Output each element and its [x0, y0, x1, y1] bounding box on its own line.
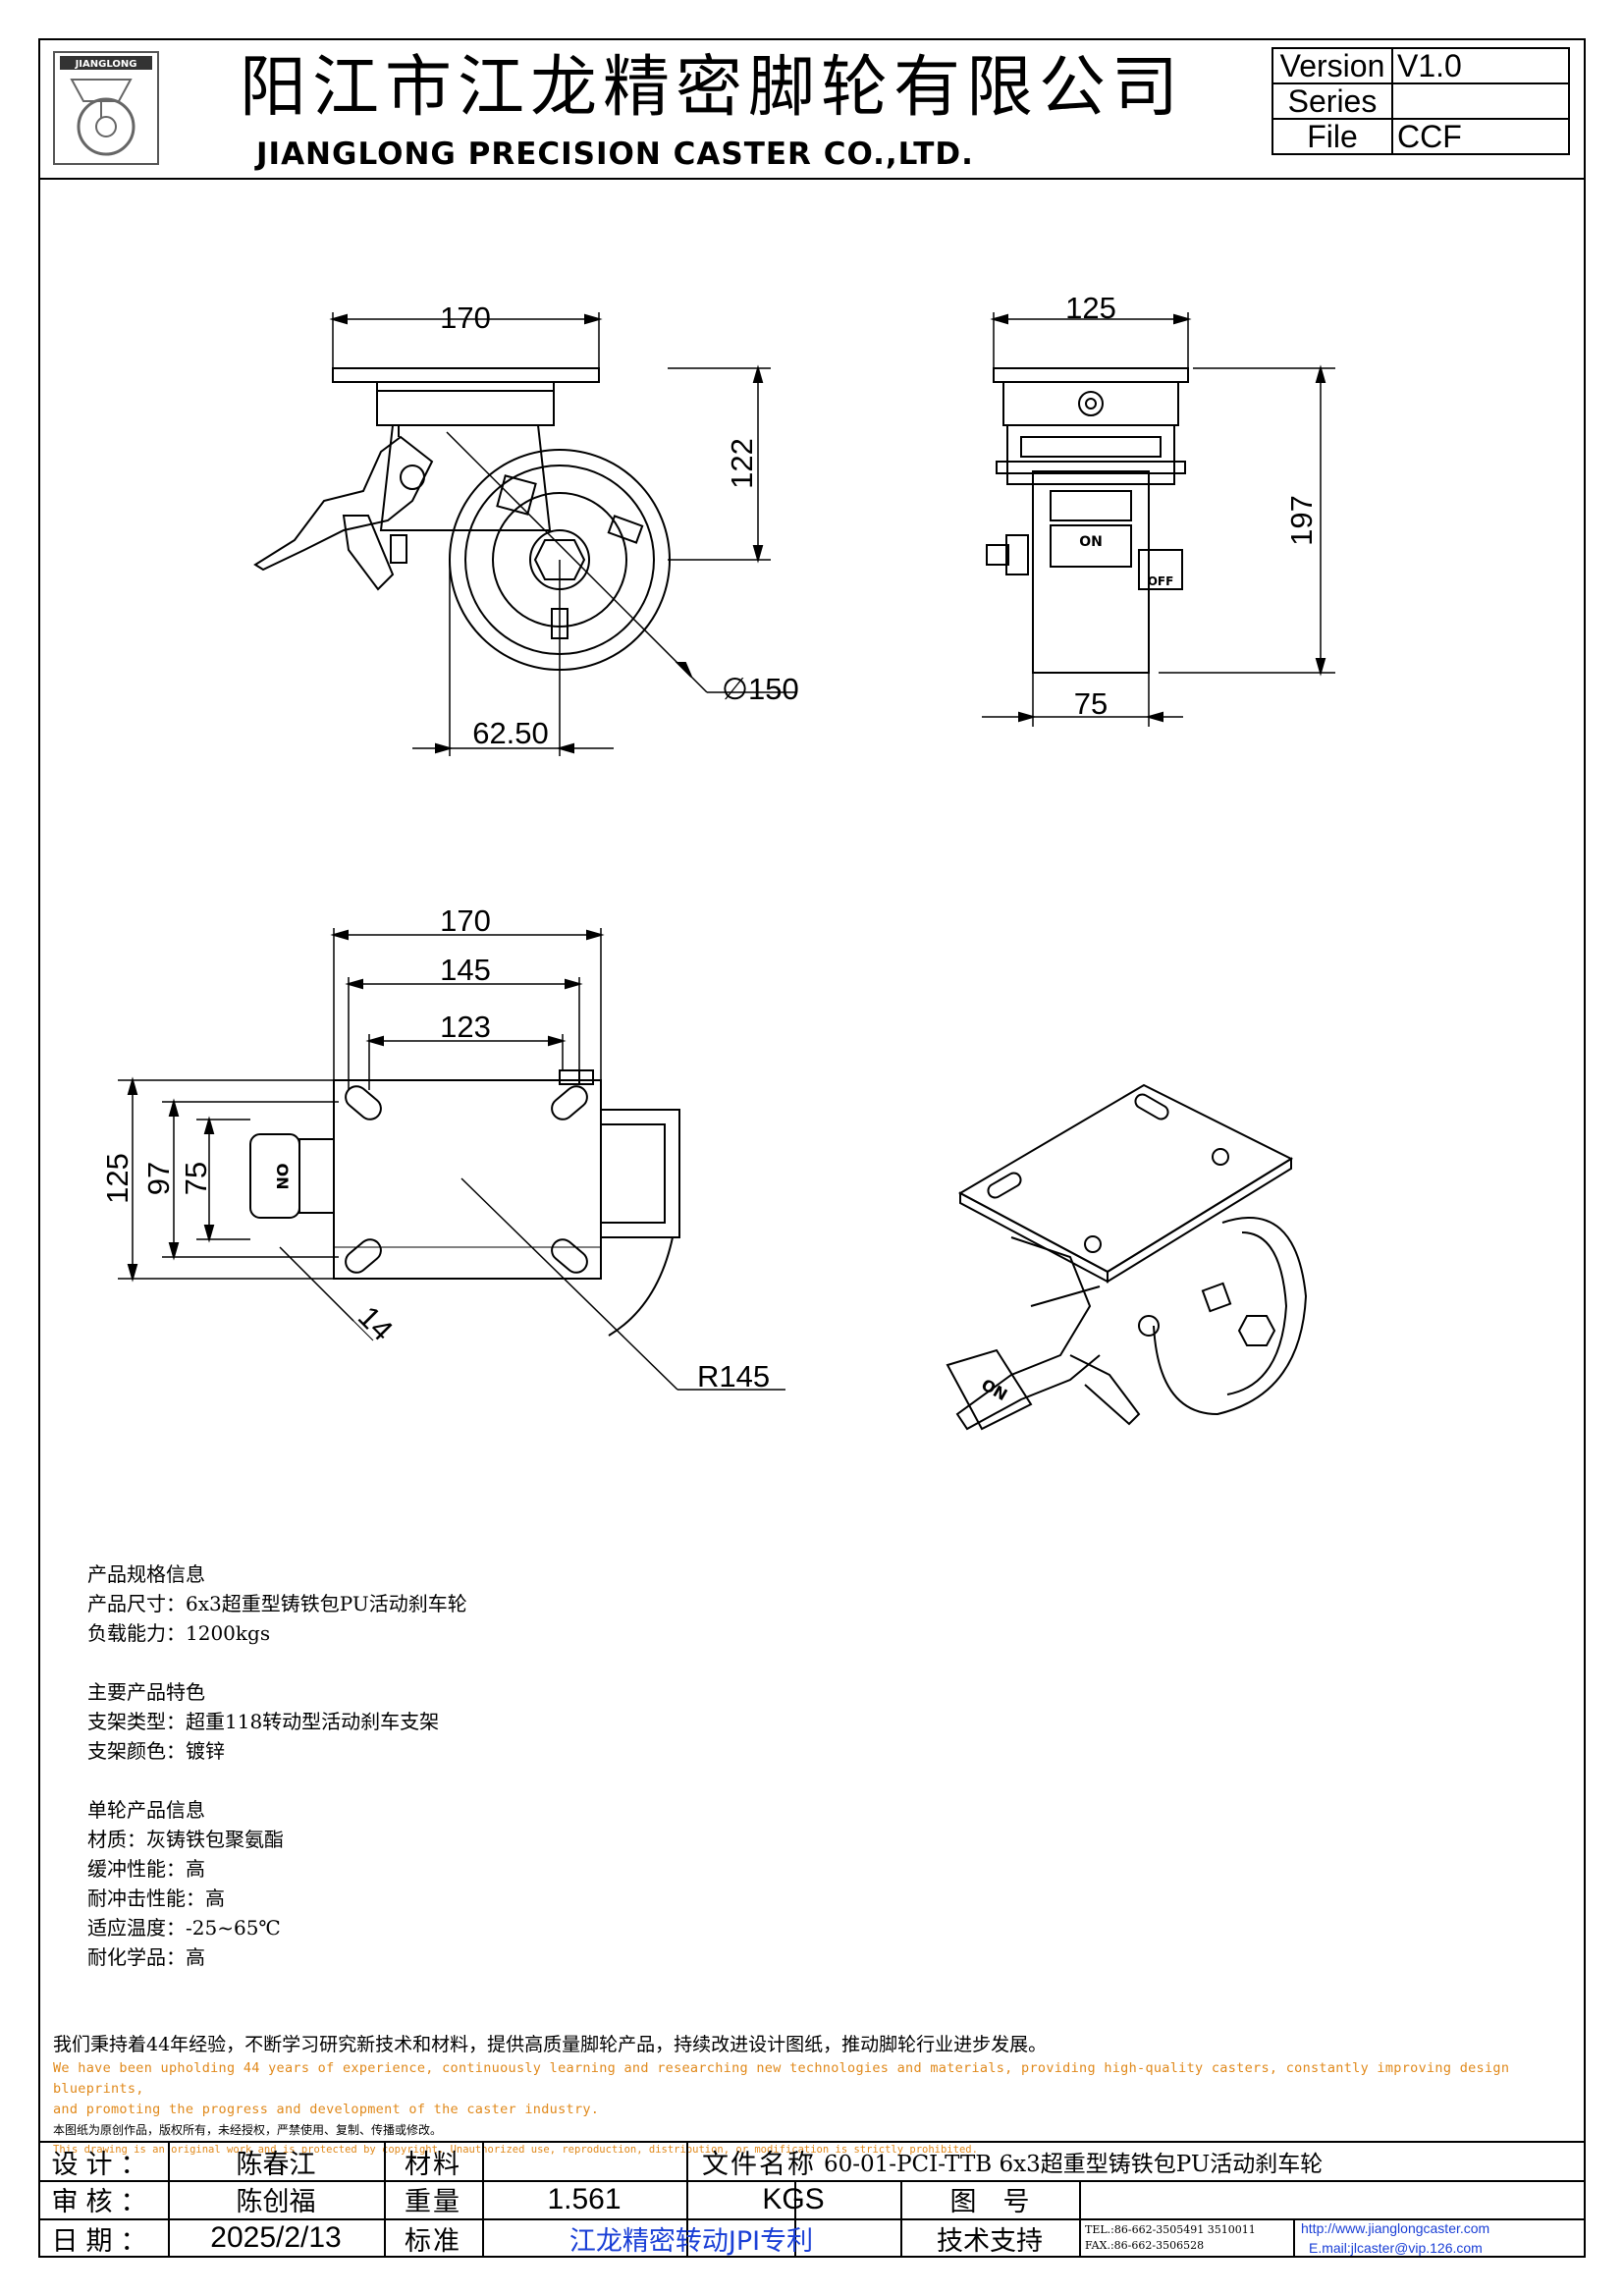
support-label: 技术支持 — [937, 2225, 1043, 2257]
front-off-label: OFF — [1148, 574, 1174, 588]
company-name-en: JIANGLONG PRECISION CASTER CO.,LTD. — [256, 137, 974, 172]
plan-on-label: ON — [273, 1164, 292, 1190]
front-view: 125 ON OFF 75 197 — [982, 291, 1335, 727]
dim-side-height: 122 — [725, 438, 759, 489]
date-value: 2025/2/13 — [210, 2221, 342, 2254]
tel-text: TEL.:86-662-3505491 3510011 — [1085, 2223, 1256, 2236]
title-block-header: JIANGLONG 阳江市江龙精密脚轮有限公司 JIANGLONG PRECIS… — [38, 38, 1586, 180]
file-value: CCF — [1391, 118, 1570, 155]
spec-line: 耐化学品：高 — [87, 1945, 205, 1969]
dim-plan-h2: 97 — [141, 1162, 176, 1195]
spec-section-title: 产品规格信息 — [87, 1562, 205, 1586]
drawing-frame — [38, 38, 1586, 2258]
dim-plan-w1: 170 — [440, 903, 491, 938]
series-value — [1391, 82, 1570, 120]
weight-label: 重量 — [405, 2187, 461, 2217]
note-en-2: and promoting the progress and developme… — [53, 2102, 600, 2117]
company-notes: 我们秉持着44年经验，不断学习研究新技术和材料，提供高质量脚轮产品，持续改进设计… — [53, 2031, 1585, 2159]
dim-plan-h3: 75 — [179, 1162, 213, 1195]
product-specs: 产品规格信息 产品尺寸：6x3超重型铸铁包PU活动刹车轮 负载能力：1200kg… — [87, 1559, 467, 1972]
review-value: 陈创福 — [236, 2187, 316, 2217]
plan-view: 170 145 123 ON R145 125 — [100, 903, 785, 1394]
design-value: 陈春江 — [236, 2149, 316, 2180]
dim-side-offset: 62.50 — [472, 716, 549, 750]
dim-plan-slot: 14 — [352, 1299, 400, 1347]
weight-value: 1.561 — [547, 2182, 622, 2215]
spec-line: 适应温度：-25~65℃ — [87, 1916, 281, 1940]
filename-value: 60-01-PCI-TTB 6x3超重型铸铁包PU活动刹车轮 — [824, 2152, 1324, 2177]
drawing-no-label: 图 号 — [949, 2187, 1030, 2217]
note-en-1: We have been upholding 44 years of exper… — [53, 2060, 1510, 2097]
standard-value: 江龙精密转动JPI专利 — [568, 2225, 814, 2257]
spec-section-title: 单轮产品信息 — [87, 1798, 205, 1822]
design-label: 设计： — [51, 2149, 155, 2180]
spec-line: 产品尺寸：6x3超重型铸铁包PU活动刹车轮 — [87, 1592, 467, 1615]
company-logo: JIANGLONG — [53, 51, 159, 165]
series-label: Series — [1271, 82, 1393, 120]
website-link[interactable]: http://www.jianglongcaster.com — [1301, 2220, 1490, 2236]
front-on-label: ON — [1079, 534, 1103, 550]
weight-unit: KGS — [762, 2182, 825, 2215]
date-label: 日期： — [51, 2225, 155, 2257]
isometric-view: ON — [946, 1083, 1308, 1431]
material-label: 材料 — [405, 2149, 461, 2180]
copyright-cn: 本图纸为原创作品，版权所有，未经授权，严禁使用、复制、传播或修改。 — [53, 2123, 443, 2137]
copyright-en: This drawing is an original work and is … — [53, 2144, 978, 2156]
material-value — [482, 2143, 686, 2180]
spec-line: 支架颜色：镀锌 — [87, 1739, 225, 1763]
dim-plan-w2: 145 — [440, 953, 491, 987]
dim-front-top-width: 125 — [1065, 291, 1116, 325]
fax-text: FAX.:86-662-3506528 — [1085, 2239, 1205, 2252]
drawing-no-value — [1079, 2180, 1586, 2218]
contact-phone: TEL.:86-662-3505491 3510011 FAX.:86-662-… — [1081, 2218, 1293, 2258]
spec-section-title: 主要产品特色 — [87, 1680, 205, 1704]
spec-line: 负载能力：1200kgs — [87, 1621, 271, 1645]
dim-plan-h1: 125 — [100, 1153, 135, 1204]
version-label: Version — [1271, 47, 1393, 84]
dim-front-height: 197 — [1284, 495, 1319, 546]
logo-text: JIANGLONG — [75, 59, 137, 70]
company-name-cn: 阳江市江龙精密脚轮有限公司 — [240, 49, 1185, 127]
dim-side-top-width: 170 — [440, 301, 491, 335]
spec-line: 耐冲击性能：高 — [87, 1886, 225, 1910]
review-label: 审核： — [51, 2187, 155, 2217]
spec-line: 材质：灰铸铁包聚氨酯 — [87, 1828, 284, 1851]
email-link[interactable]: E.mail:jlcaster@vip.126.com — [1309, 2240, 1483, 2256]
contact-web: http://www.jianglongcaster.com E.mail:jl… — [1295, 2218, 1586, 2258]
filename-label: 文件名称 — [702, 2149, 816, 2180]
note-cn: 我们秉持着44年经验，不断学习研究新技术和材料，提供高质量脚轮产品，持续改进设计… — [53, 2034, 1048, 2055]
dim-front-wheel-width: 75 — [1074, 686, 1108, 721]
spec-line: 支架类型：超重118转动型活动刹车支架 — [87, 1710, 440, 1733]
side-view: 170 ∅150 122 62.50 — [253, 301, 799, 756]
file-label: File — [1271, 118, 1393, 155]
dim-side-diameter: ∅150 — [722, 672, 799, 706]
standard-label: 标准 — [405, 2225, 461, 2257]
version-value: V1.0 — [1391, 47, 1570, 84]
spec-line: 缓冲性能：高 — [87, 1857, 205, 1881]
dim-plan-radius: R145 — [697, 1359, 770, 1394]
title-block-footer: 设计： 陈春江 材料 文件名称 60-01-PCI-TTB 6x3超重型铸铁包P… — [38, 2141, 1586, 2258]
dim-plan-w3: 123 — [440, 1010, 491, 1044]
